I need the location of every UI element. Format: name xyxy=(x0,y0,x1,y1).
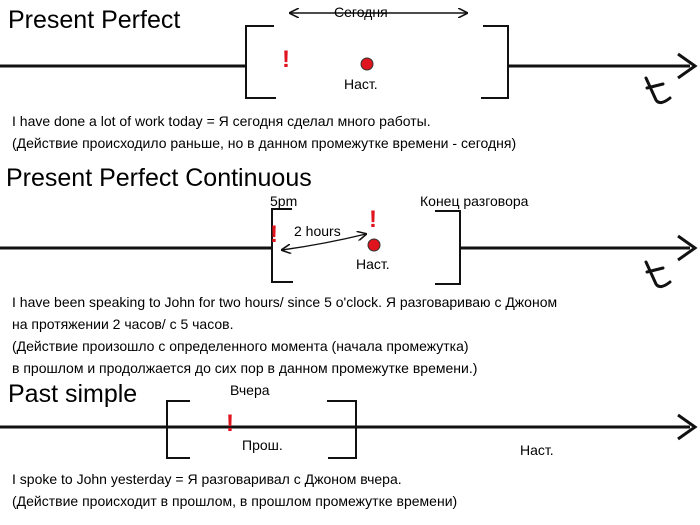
section-title-past-simple: Past simple xyxy=(8,380,138,408)
duration-arrow xyxy=(282,234,366,250)
description-line: на протяжении 2 часов/ с 5 часов. xyxy=(12,316,234,332)
action-mark-now: ! xyxy=(369,206,377,233)
timeline-2-arrowhead xyxy=(677,234,698,262)
description-line: (Действие произошло с определенного моме… xyxy=(12,338,469,354)
description-line: I have been speaking to John for two hou… xyxy=(12,294,558,310)
start-label-5pm: 5pm xyxy=(270,193,298,209)
description-line: (Действие происходило раньше, но в данно… xyxy=(12,135,517,151)
description-line: в прошлом и продолжается до сих пор в да… xyxy=(12,360,478,376)
timeline-1-arrowhead xyxy=(677,52,698,80)
description-line: (Действие происходит в прошлом, в прошло… xyxy=(12,493,458,509)
description-line: I have done a lot of work today = Я сего… xyxy=(12,113,431,129)
description-line: I spoke to John yesterday = Я разговарив… xyxy=(12,471,402,487)
now-point-2 xyxy=(367,238,381,252)
now-point-1 xyxy=(360,57,374,71)
period-bracket-left-1 xyxy=(245,25,276,99)
action-mark-1: ! xyxy=(282,46,290,73)
period-bracket-right-2 xyxy=(435,210,461,285)
section-title-present-perfect-continuous: Present Perfect Continuous xyxy=(6,164,312,192)
time-axis-symbol-1 xyxy=(644,76,672,105)
past-label: Прош. xyxy=(242,437,283,453)
end-label-conversation: Конец разговора xyxy=(420,193,529,209)
now-label-3: Наст. xyxy=(520,442,554,458)
period-bracket-left-3 xyxy=(166,400,190,459)
period-label-today: Сегодня xyxy=(334,4,388,20)
period-bracket-right-3 xyxy=(327,400,357,459)
timeline-3-arrowhead xyxy=(677,413,698,441)
time-axis-symbol-2 xyxy=(644,260,672,289)
period-bracket-right-1 xyxy=(481,25,509,99)
action-mark-3: ! xyxy=(226,410,234,437)
duration-label: 2 hours xyxy=(294,223,341,239)
section-title-present-perfect: Present Perfect xyxy=(8,6,181,34)
now-label-1: Наст. xyxy=(344,76,378,92)
period-label-yesterday: Вчера xyxy=(230,382,270,398)
now-label-2: Наст. xyxy=(356,256,390,272)
period-bracket-left-2 xyxy=(271,208,293,283)
action-mark-start: ! xyxy=(270,221,278,248)
